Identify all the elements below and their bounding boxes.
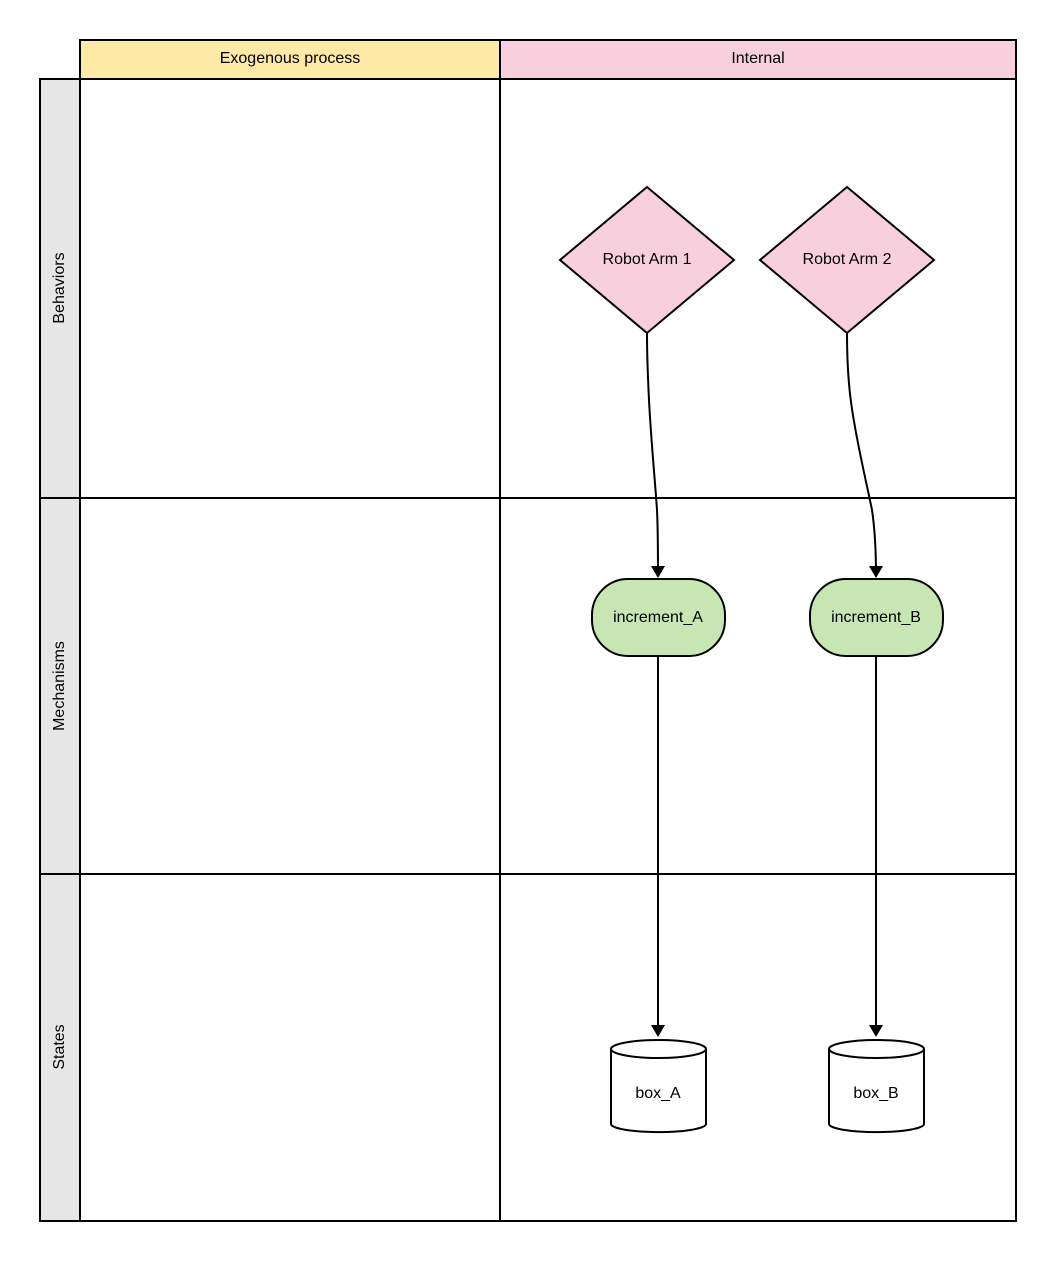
row-header-behaviors-label: Behaviors: [51, 252, 68, 323]
node-increment-a-label: increment_A: [613, 609, 703, 626]
column-header-internal: Internal: [499, 39, 1017, 80]
lane-grid: [79, 78, 1017, 1222]
node-increment-b-label: increment_B: [831, 609, 921, 626]
row-header-states: States: [39, 873, 81, 1222]
edges: [646, 332, 883, 1037]
cell-exogenous-states: [79, 873, 501, 1222]
edge-robot-arm-2-to-increment-b: [846, 332, 883, 578]
row-header-states-label: States: [51, 1024, 68, 1069]
cell-exogenous-mechanisms: [79, 497, 501, 875]
column-header-exogenous-label: Exogenous process: [220, 50, 361, 67]
node-robot-arm-1-label: Robot Arm 1: [603, 251, 692, 268]
edge-robot-arm-1-to-increment-a: [646, 332, 665, 578]
node-box-b[interactable]: box_B: [828, 1039, 925, 1134]
node-box-b-label: box_B: [853, 1085, 898, 1102]
node-robot-arm-1[interactable]: Robot Arm 1: [558, 185, 736, 335]
cell-internal-states: [499, 873, 1017, 1222]
node-increment-a[interactable]: increment_A: [591, 578, 726, 657]
row-header-mechanisms: Mechanisms: [39, 497, 81, 875]
row-header-behaviors: Behaviors: [39, 78, 81, 499]
node-robot-arm-2-label: Robot Arm 2: [803, 251, 892, 268]
column-header-exogenous: Exogenous process: [79, 39, 501, 80]
cell-internal-mechanisms: [499, 497, 1017, 875]
cell-internal-behaviors: [499, 78, 1017, 499]
column-header-internal-label: Internal: [731, 50, 784, 67]
cell-exogenous-behaviors: [79, 78, 501, 499]
row-header-mechanisms-label: Mechanisms: [51, 641, 68, 731]
node-box-a-label: box_A: [635, 1085, 681, 1102]
node-increment-b[interactable]: increment_B: [809, 578, 944, 657]
node-robot-arm-2[interactable]: Robot Arm 2: [758, 185, 936, 335]
node-box-a[interactable]: box_A: [610, 1039, 707, 1134]
